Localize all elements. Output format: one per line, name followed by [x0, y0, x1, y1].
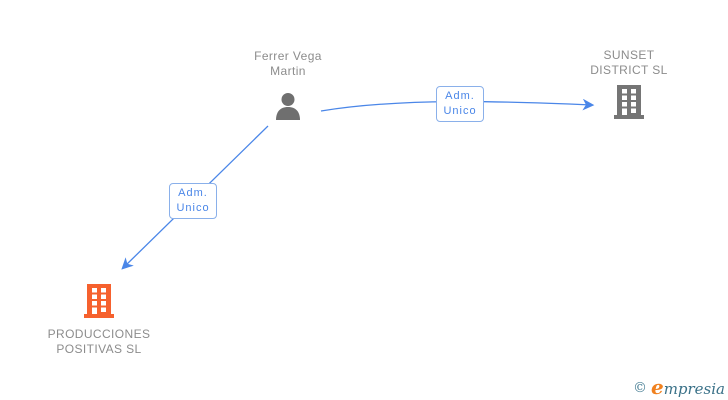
company-producciones-line2: POSITIVAS SL [56, 342, 142, 356]
building-icon [614, 85, 644, 119]
person-icon-shape [276, 93, 300, 120]
brand-logo: ©empresia [633, 375, 725, 399]
company-producciones-label: PRODUCCIONES POSITIVAS SL [24, 327, 174, 357]
edge-label-line2: Unico [443, 105, 477, 117]
edge-label-line2: Unico [176, 202, 210, 214]
building-windows [622, 89, 636, 115]
edge-label-adm-unico-producciones: Adm. Unico [169, 183, 217, 219]
company-sunset-line1: SUNSET [603, 48, 655, 62]
company-sunset-label: SUNSET DISTRICT SL [554, 48, 704, 78]
node-company-sunset-district[interactable]: SUNSET DISTRICT SL [554, 48, 704, 124]
edge-label-line1: Adm. [178, 187, 208, 199]
edge-label-adm-unico-sunset: Adm. Unico [436, 86, 484, 122]
brand-name-first-letter: e [650, 375, 664, 399]
brand-name-rest: mpresia [663, 380, 725, 398]
company-sunset-line2: DISTRICT SL [590, 63, 668, 77]
edge-label-line1: Adm. [445, 90, 475, 102]
node-person-ferrer-vega-martin[interactable]: Ferrer Vega Martin [226, 49, 350, 125]
person-name-label: Ferrer Vega Martin [226, 49, 350, 79]
building-icon-shape [614, 85, 644, 119]
person-icon [276, 93, 300, 120]
person-name-line2: Martin [270, 64, 306, 78]
building-windows [92, 288, 106, 314]
copyright-icon: © [632, 380, 647, 396]
company-producciones-line1: PRODUCCIONES [47, 327, 151, 341]
building-icon-shape [84, 284, 114, 318]
person-name-line1: Ferrer Vega [254, 49, 322, 63]
node-company-producciones-positivas[interactable]: PRODUCCIONES POSITIVAS SL [24, 284, 174, 357]
building-icon [84, 284, 114, 318]
